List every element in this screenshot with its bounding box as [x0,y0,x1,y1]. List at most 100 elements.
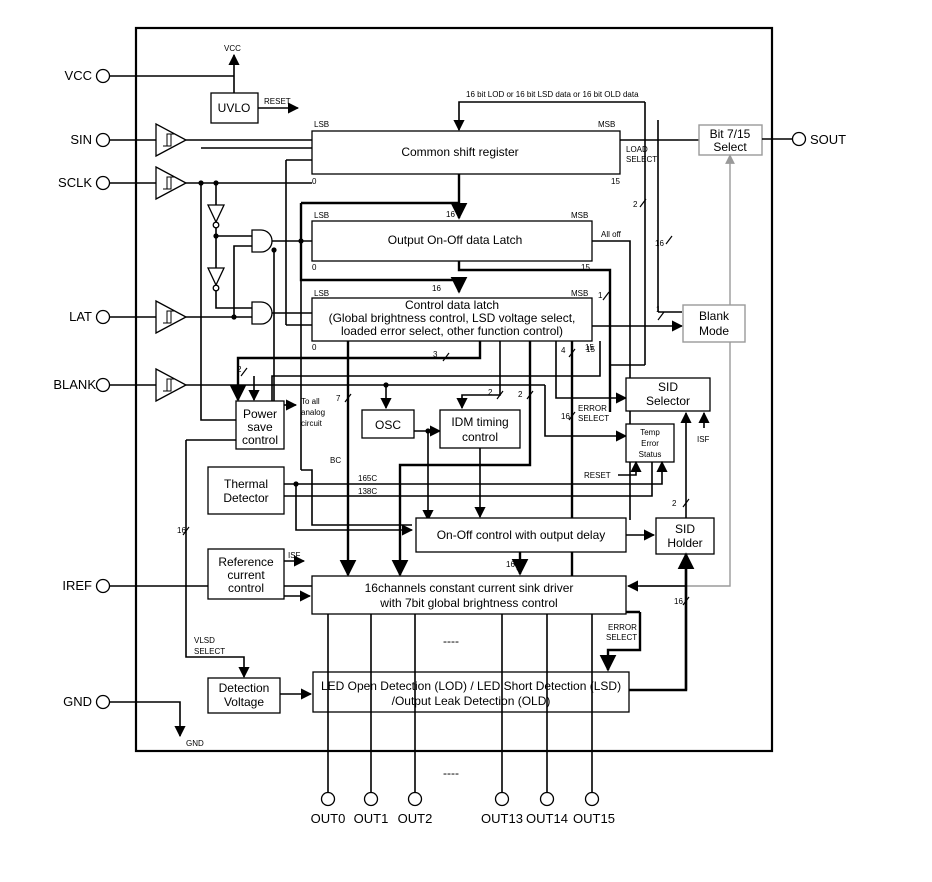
svg-text:SELECT: SELECT [194,647,225,656]
vcc-label: VCC [224,44,241,53]
pin-blank: BLANK [53,377,156,393]
svg-text:GND: GND [186,739,204,748]
svg-text:16: 16 [446,210,455,219]
pin-sclk: SCLK [58,175,156,191]
svg-text:15: 15 [585,343,594,352]
pin-sout: SOUT [791,131,846,147]
svg-text:control: control [462,430,498,444]
svg-text:UVLO: UVLO [218,101,251,115]
svg-text:Error: Error [641,439,659,448]
svg-text:2: 2 [672,499,677,508]
svg-text:Reference: Reference [218,555,274,569]
sclk-inverter-2 [206,267,226,287]
svg-text:MSB: MSB [571,289,588,298]
thermal-detector: Thermal Detector [207,466,285,515]
svg-text:16: 16 [432,284,441,293]
svg-text:All off: All off [601,230,622,239]
svg-text:7: 7 [336,394,341,403]
svg-text:2: 2 [633,200,638,209]
sid-holder-block: SID Holder [655,517,715,555]
svg-text:Blank: Blank [699,309,730,323]
svg-text:SIN: SIN [70,132,92,147]
blank-mode-block: Blank Mode [682,304,746,343]
sin-buffer [155,122,188,158]
svg-text:SELECT: SELECT [578,414,609,423]
svg-text:16: 16 [561,412,570,421]
svg-text:VCC: VCC [65,68,92,83]
svg-text:0: 0 [312,343,317,352]
svg-text:OUT13: OUT13 [481,811,523,826]
pin-vcc: VCC [65,68,234,84]
svg-text:Power: Power [243,407,277,421]
svg-text:SCLK: SCLK [58,175,92,190]
svg-text:OUT2: OUT2 [398,811,433,826]
svg-text:OSC: OSC [375,418,401,432]
svg-text:Voltage: Voltage [224,695,264,709]
detection-voltage-block: Detection Voltage [207,677,281,714]
and-gate-control-latch [251,301,273,325]
uvlo-block: UVLO [210,92,259,124]
svg-text:On-Off control with output del: On-Off control with output delay [437,528,606,542]
sclk-inverter-1 [206,204,226,224]
svg-text:ERROR: ERROR [578,404,607,413]
svg-text:(Global brightness control, LS: (Global brightness control, LSD voltage … [329,311,576,325]
output-pins: OUT0 OUT1 OUT2 OUT13 OUT14 OUT15 [311,791,615,826]
svg-text:1: 1 [598,291,603,300]
chip-outline [134,26,774,753]
svg-text:ISF: ISF [697,435,710,444]
svg-text:Thermal: Thermal [224,477,268,491]
svg-text:Status: Status [639,450,662,459]
svg-text:LSB: LSB [314,120,329,129]
svg-text:2: 2 [237,365,242,374]
svg-text:16: 16 [506,560,515,569]
svg-text:circuit: circuit [301,419,323,428]
svg-text:/Output Leak Detection (OLD): /Output Leak Detection (OLD) [392,694,551,708]
sid-selector-block: SID Selector [625,377,711,412]
svg-text:SOUT: SOUT [810,132,846,147]
svg-text:Detector: Detector [223,491,268,505]
svg-text:LSB: LSB [314,289,329,298]
svg-text:0: 0 [312,263,317,272]
svg-text:SID: SID [658,380,678,394]
svg-text:LED Open Detection (LOD) / LED: LED Open Detection (LOD) / LED Short Det… [321,679,621,693]
svg-text:analog: analog [301,408,325,417]
svg-text:OUT14: OUT14 [526,811,568,826]
svg-text:ERROR: ERROR [608,623,637,632]
svg-text:ISF: ISF [288,551,301,560]
svg-text:16: 16 [177,526,186,535]
idm-timing-block: IDM timing control [439,409,521,449]
svg-text:16: 16 [655,239,664,248]
svg-text:Selector: Selector [646,394,690,408]
svg-text:OUT0: OUT0 [311,811,346,826]
svg-text:MSB: MSB [598,120,615,129]
svg-text:15: 15 [611,177,620,186]
svg-text:loaded error select, other fun: loaded error select, other function cont… [341,324,563,338]
svg-text:SELECT: SELECT [606,633,637,642]
svg-text:Holder: Holder [667,536,702,550]
power-save-block: Power save control [235,400,285,450]
svg-text:Output On-Off data Latch: Output On-Off data Latch [388,233,523,247]
reference-current-block: Reference current control [207,548,285,600]
svg-text:16 bit LOD or 16 bit LSD data: 16 bit LOD or 16 bit LSD data or 16 bit … [466,90,639,99]
blank-buffer [155,367,188,403]
svg-text:Select: Select [713,140,747,154]
svg-text:OUT1: OUT1 [354,811,389,826]
svg-text:4: 4 [561,346,566,355]
feedback-bus [453,101,645,132]
common-shift-register: Common shift register LSB MSB 0 15 [311,120,621,186]
led-detection-block: LED Open Detection (LOD) / LED Short Det… [312,671,630,713]
svg-text:1: 1 [656,305,661,314]
svg-text:MSB: MSB [571,211,588,220]
pin-lat: LAT [69,309,156,325]
current-sink-driver: 16channels constant current sink driver … [311,575,627,615]
sclk-buffer [155,165,188,201]
svg-text:Bit 7/15: Bit 7/15 [710,127,751,141]
svg-text:save: save [247,420,273,434]
svg-text:with 7bit global brightness co: with 7bit global brightness control [379,596,557,610]
svg-text:To all: To all [301,397,320,406]
pin-gnd: GND GND [63,694,204,748]
svg-text:control: control [228,581,264,595]
svg-text:Detection: Detection [219,681,270,695]
svg-text:LAT: LAT [69,309,92,324]
onoff-control-block: On-Off control with output delay [415,517,627,553]
